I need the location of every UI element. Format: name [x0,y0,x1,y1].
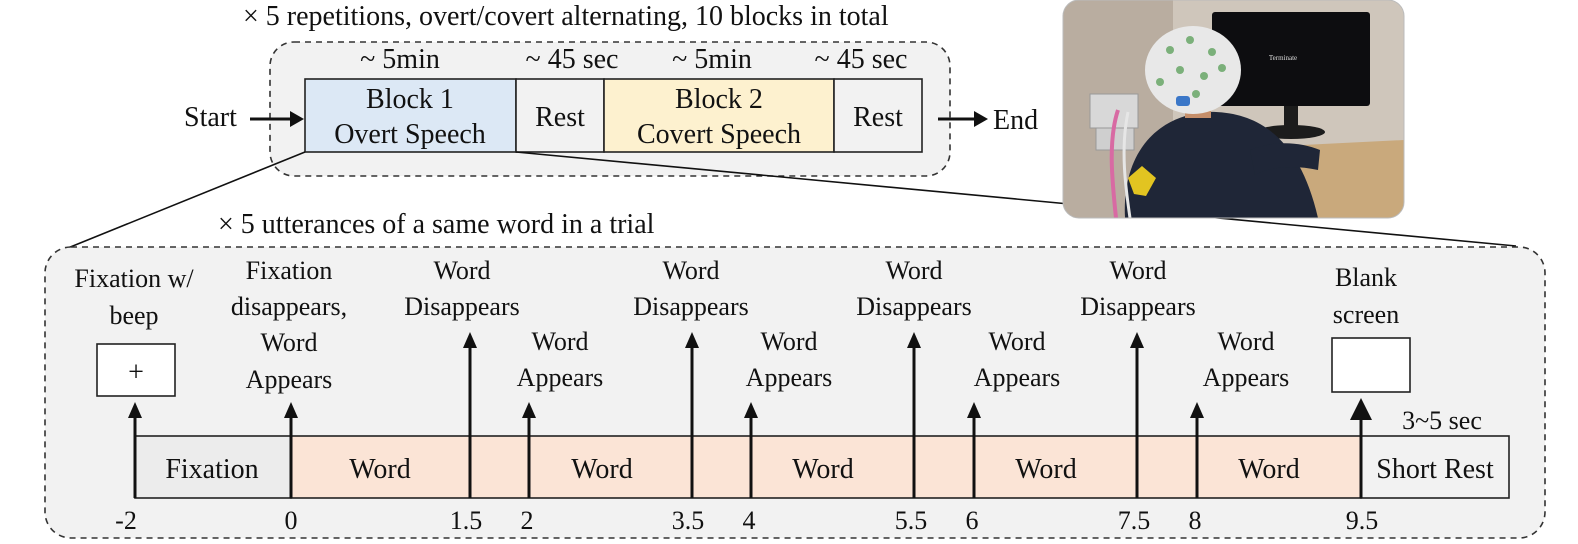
svg-text:Word: Word [885,256,942,285]
label-word-disappears-1: Word Disappears [404,256,520,321]
svg-text:Blank: Blank [1335,263,1397,292]
utterances-caption: × 5 utterances of a same word in a trial [218,209,655,240]
svg-text:Appears: Appears [1203,363,1290,392]
end-arrow-head [974,111,988,127]
tick-label: 2 [521,506,534,535]
block-1-subtitle: Overt Speech [334,119,486,150]
segment-fixation [134,435,292,499]
start-arrow-head [290,111,304,127]
monitor-screen-text: Terminate [1269,54,1297,62]
block-1-title: Block 1 [366,84,454,115]
svg-text:Disappears: Disappears [1080,292,1196,321]
label-word-start: Fixation disappears, Word Appears [231,256,347,394]
svg-text:beep: beep [109,301,158,330]
zoom-line-left [57,151,306,253]
svg-text:Word: Word [662,256,719,285]
event-arrow-heads [128,332,1372,420]
fixation-cross-symbol: + [128,357,144,388]
tick-label: 5.5 [895,506,928,535]
svg-text:Word: Word [988,327,1045,356]
tick-label: 1.5 [450,506,483,535]
rest-2-duration: ~ 45 sec [815,44,908,75]
svg-text:Appears: Appears [517,363,604,392]
svg-text:Fixation: Fixation [246,256,333,285]
block-1-overt: ~ 5min Block 1 Overt Speech [304,44,517,153]
blank-screen-box [1331,337,1411,393]
svg-text:Appears: Appears [974,363,1061,392]
zoom-line-right [515,151,1517,247]
tick-label: 4 [743,506,756,535]
repetitions-caption: × 5 repetitions, overt/covert alternatin… [243,1,889,32]
svg-text:Word: Word [1217,327,1274,356]
svg-text:disappears,: disappears, [231,292,347,321]
block-2-duration: ~ 5min [672,44,752,75]
tick-label: 7.5 [1118,506,1151,535]
tick-label: 6 [966,506,979,535]
label-word-appears-3: Word Appears [974,327,1061,392]
label-fixation-beep: Fixation w/ beep [74,264,194,330]
segment-word-label-5: Word [1238,454,1300,485]
segment-fixation-label: Fixation [165,454,258,485]
rest-1: ~ 45 sec Rest [515,44,619,153]
tick-label: 8 [1189,506,1202,535]
segment-short-rest-label: Short Rest [1376,454,1494,485]
end-label: End [993,105,1038,136]
tick-label: 0 [285,506,298,535]
time-tick-labels: -2 0 1.5 2 3.5 4 5.5 6 7.5 8 9.5 [115,506,1378,535]
fixation-cross-box [96,343,176,397]
svg-text:Appears: Appears [246,365,333,394]
label-word-disappears-4: Word Disappears [1080,256,1196,321]
svg-text:Word: Word [531,327,588,356]
event-arrows [133,346,1363,498]
label-blank-screen: Blank screen [1333,263,1399,329]
segment-word-label-2: Word [571,454,633,485]
svg-text:Word: Word [433,256,490,285]
svg-text:Disappears: Disappears [404,292,520,321]
block-1-duration: ~ 5min [360,44,440,75]
tick-label: 3.5 [672,506,705,535]
segment-short-rest [1360,435,1510,499]
block-2-covert: ~ 5min Block 2 Covert Speech [603,44,835,153]
svg-text:Appears: Appears [746,363,833,392]
rest-2-label: Rest [853,102,903,133]
block-2-title: Block 2 [675,84,763,115]
tick-label: 9.5 [1346,506,1379,535]
svg-text:Word: Word [260,328,317,357]
svg-text:Fixation w/: Fixation w/ [74,264,194,293]
svg-text:screen: screen [1333,300,1399,329]
label-word-appears-2: Word Appears [746,327,833,392]
rest-2: ~ 45 sec Rest [815,44,923,153]
start-label: Start [184,102,237,133]
svg-text:Disappears: Disappears [856,292,972,321]
tick-label: -2 [115,506,137,535]
rest-1-label: Rest [535,102,585,133]
segment-word-label-4: Word [1015,454,1077,485]
eeg-participant-photo: Terminate [1062,0,1405,219]
short-rest-duration: 3~5 sec [1402,406,1482,435]
svg-text:Word: Word [760,327,817,356]
rest-1-duration: ~ 45 sec [526,44,619,75]
label-word-appears-4: Word Appears [1203,327,1290,392]
block-2-subtitle: Covert Speech [637,119,801,150]
segment-word-label-3: Word [792,454,854,485]
label-word-disappears-3: Word Disappears [856,256,972,321]
label-word-disappears-2: Word Disappears [633,256,749,321]
segment-word-label-1: Word [349,454,411,485]
svg-text:Disappears: Disappears [633,292,749,321]
svg-text:Word: Word [1109,256,1166,285]
label-word-appears-1: Word Appears [517,327,604,392]
